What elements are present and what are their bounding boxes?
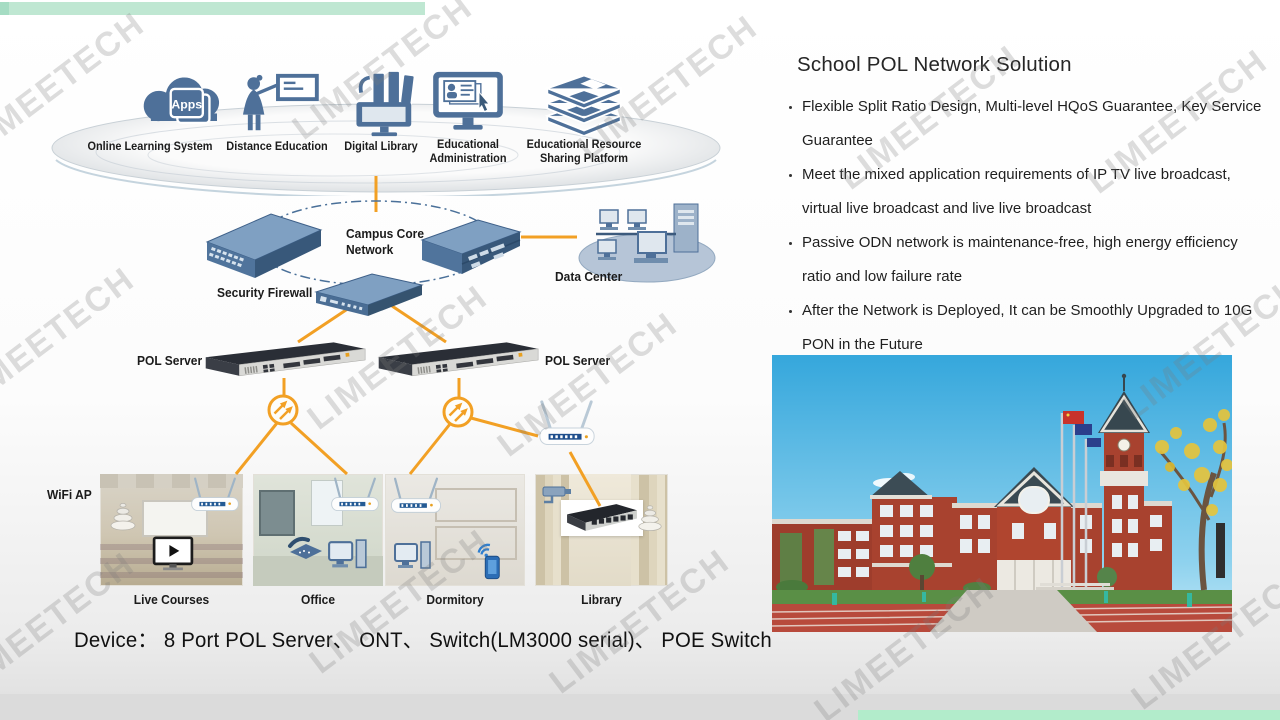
optical-splitter-icon-right <box>442 396 474 428</box>
optical-splitter-icon-left <box>267 394 299 426</box>
photo-live-courses <box>100 474 243 586</box>
books-computer-icon <box>356 70 416 137</box>
bullet-item: Passive ODN network is maintenance-free,… <box>802 226 1264 294</box>
bullet-item: Meet the mixed application requirements … <box>802 158 1264 226</box>
service-label: Educational Resource Sharing Platform <box>526 139 642 166</box>
bullet-item: Flexible Split Ratio Design, Multi-level… <box>802 90 1264 158</box>
core-switch-left-icon <box>205 213 323 278</box>
top-bar <box>9 2 425 15</box>
wifi-ap-label: WiFi AP <box>47 488 92 502</box>
school-campus-photo <box>772 355 1232 632</box>
cloud-platform-ellipse <box>51 103 721 196</box>
pol-server-left-label: POL Server <box>137 354 203 368</box>
service-resource-sharing: Educational Resource Sharing Platform <box>514 70 654 167</box>
bottom-bar-green <box>858 710 1280 720</box>
security-firewall-label: Security Firewall <box>217 286 313 300</box>
ont-router-icon <box>539 400 595 445</box>
photo-dormitory <box>385 474 525 586</box>
data-center-icon <box>578 203 716 283</box>
service-digital-library: Digital Library <box>336 70 426 154</box>
firewall-icon <box>314 273 424 316</box>
service-label: Digital Library <box>344 141 418 153</box>
service-educational-administration: Educational Administration <box>426 70 510 167</box>
campus-core-label: Campus Core Network <box>346 227 425 258</box>
service-label: Distance Education <box>226 141 328 153</box>
teacher-board-icon <box>243 73 319 131</box>
service-distance-education: Distance Education <box>222 70 332 154</box>
stacked-books-icon <box>544 74 624 136</box>
service-label: Educational Administration <box>429 139 507 166</box>
caption-office: Office <box>300 593 336 607</box>
caption-dormitory: Dormitory <box>426 593 484 607</box>
caption-live-courses: Live Courses <box>133 593 210 607</box>
photo-office <box>253 474 383 586</box>
data-center-label: Data Center <box>555 270 623 284</box>
service-label: Online Learning System <box>87 141 213 153</box>
cloud-apps-icon: Apps <box>143 77 220 125</box>
pol-server-right-icon <box>378 342 539 377</box>
device-summary: Device： 8 Port POL Server、 ONT、 Switch(L… <box>74 629 772 652</box>
photo-library <box>535 474 668 586</box>
pol-server-right-label: POL Server <box>545 354 611 368</box>
admin-monitor-icon <box>433 71 503 130</box>
caption-library: Library <box>581 593 622 607</box>
page-title: School POL Network Solution <box>797 53 1072 76</box>
apps-badge-text: Apps <box>171 98 202 112</box>
core-switch-right-icon <box>420 219 522 274</box>
bullet-list: Flexible Split Ratio Design, Multi-level… <box>776 90 1264 362</box>
service-online-learning: Apps Online Learning System <box>80 70 220 154</box>
pol-server-left-icon <box>205 342 366 377</box>
top-bar-accent <box>0 2 9 15</box>
bullet-item: After the Network is Deployed, It can be… <box>802 294 1264 362</box>
